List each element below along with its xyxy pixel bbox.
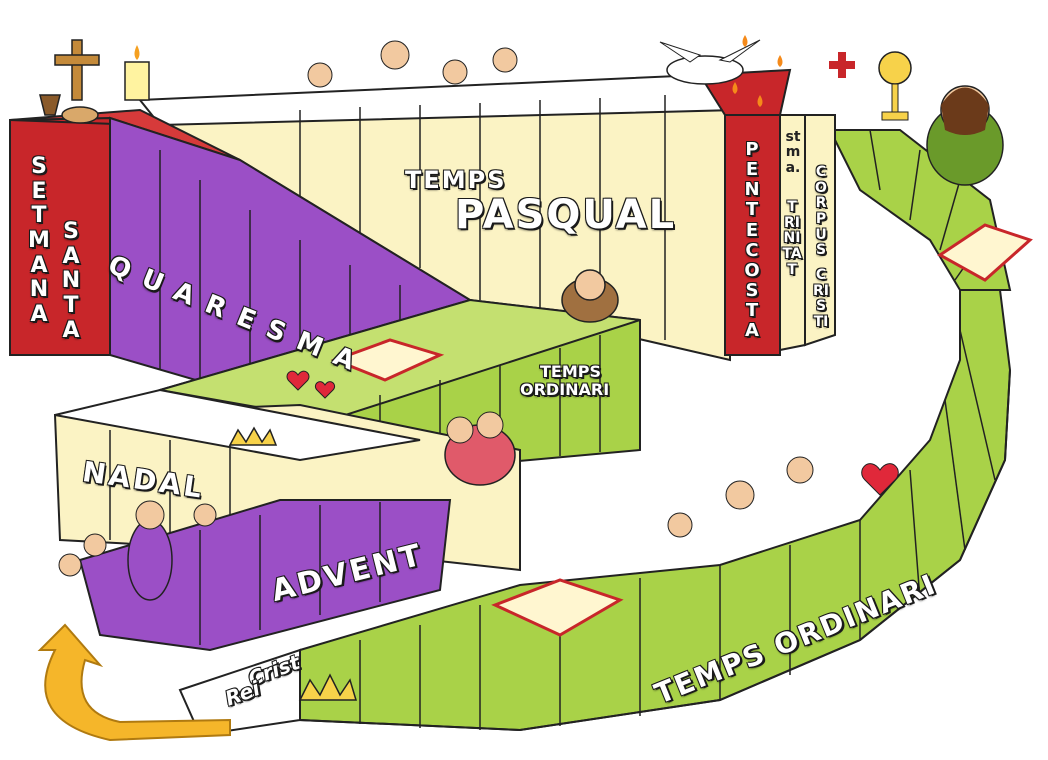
dove-icon (659, 39, 761, 85)
return-arrow-icon (37, 623, 231, 742)
temps-ordinari-upper-label-1: TEMPS (540, 362, 602, 381)
temps-ordinari-upper-label-2: ORDINARI (520, 380, 610, 399)
flame-icon (732, 35, 783, 107)
chalice-icon (39, 94, 99, 124)
priest-icon (58, 500, 217, 601)
jesus-small-icon (561, 269, 619, 323)
candle-icon (124, 45, 150, 101)
crown-icon (228, 426, 358, 701)
temps-pasqual-label-1: TEMPS (405, 166, 507, 194)
corpus-label-2: CRISTI (813, 267, 829, 331)
cross-icon (54, 39, 100, 101)
santa-label: SANTA (61, 219, 81, 343)
temps-pasqual-label-2: PASQUAL (455, 192, 677, 238)
corpus-label-1: CORPUS (815, 164, 827, 259)
heart-icon (286, 370, 899, 496)
jesus-icon (926, 85, 1004, 186)
red-cross-icon (829, 52, 855, 78)
bible-open-icon (330, 338, 445, 382)
holy-family-icon (444, 411, 516, 486)
people-icon (307, 40, 814, 538)
temps-ordinari-lower-band (299, 289, 1012, 732)
trinitat-label-1: stma. (785, 129, 801, 176)
pentecosta-label: PENTECOSTA (744, 139, 760, 342)
bible-icon (937, 223, 1033, 282)
trinitat-label-2: TRINITAT (782, 199, 802, 278)
monstrance-icon (878, 51, 912, 121)
corpus-column (804, 114, 836, 347)
advent-block (78, 499, 452, 652)
bible-lower-icon (491, 578, 624, 637)
setmana-label: SETMANA (28, 154, 50, 327)
